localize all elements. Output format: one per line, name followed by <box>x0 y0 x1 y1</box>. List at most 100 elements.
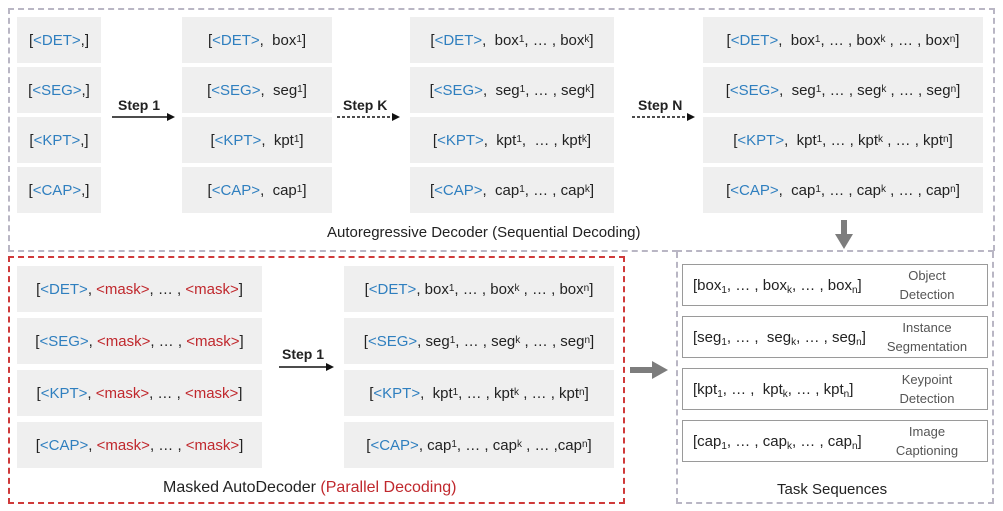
ar-step-n-arrow <box>632 113 695 121</box>
task-token-1: <SEG> <box>367 332 418 350</box>
task-segmentation-label-2: Segmentation <box>886 339 968 354</box>
task-token-1: <KPT> <box>437 131 484 149</box>
task-sequences-caption: Task Sequences <box>777 481 888 498</box>
ar-col1-det: [<DET>,] <box>17 17 101 63</box>
text-2: , … , box <box>726 276 787 294</box>
text-8: ] <box>587 436 592 454</box>
text-0: [ <box>726 181 731 199</box>
text-6: ] <box>590 81 595 99</box>
text-2: , kpt <box>784 131 817 149</box>
subscript-1: 1 <box>717 388 723 400</box>
task-segmentation-seq: [seg1, … , segk, … , segn] <box>693 328 866 348</box>
task-token-1: <SEG> <box>433 81 483 99</box>
ar-col1-kpt: [<KPT>,] <box>17 117 101 163</box>
text-2: , … , cap <box>726 432 787 450</box>
task-captioning-label-2: Captioning <box>895 443 959 458</box>
text-2: , <box>88 436 97 454</box>
task-token-1: <CAP> <box>434 181 483 199</box>
text-6: ] <box>239 332 244 350</box>
task-token-1: <DET> <box>212 31 260 49</box>
task-sequences-panel <box>676 252 994 504</box>
text-2: , cap <box>418 436 452 454</box>
text-0: [ <box>210 131 215 149</box>
text-4: , … , kpt <box>787 380 844 398</box>
text-6: ] <box>849 380 854 398</box>
text-6: , … , box <box>519 280 584 298</box>
text-0: [box <box>693 276 722 294</box>
text-4: , … , kpt <box>521 131 582 149</box>
masked-autodecoder-panel <box>8 256 625 504</box>
text-0: [ <box>429 81 434 99</box>
text-6: ] <box>857 432 862 450</box>
masked-caption-paren: (Parallel Decoding) <box>320 479 457 496</box>
text-0: [ <box>207 81 212 99</box>
task-token-1: <DET> <box>434 31 483 49</box>
text-2: , box <box>778 31 815 49</box>
task-token-1: <SEG> <box>211 81 261 99</box>
task-token-1: <CAP> <box>370 436 419 454</box>
text-6: , … , cap <box>885 181 951 199</box>
task-token-1: <SEG> <box>729 81 780 99</box>
text-4: , … , cap <box>456 436 517 454</box>
task-token-1: <KPT> <box>33 131 81 149</box>
task-token-1: <KPT> <box>214 131 262 149</box>
text-4: ] <box>299 131 304 149</box>
mask-token-5: <mask> <box>184 384 239 402</box>
text-4: , … , kpt <box>458 384 515 402</box>
mad-step-1-label: Step 1 <box>282 346 325 362</box>
task-token-1: <DET> <box>368 280 417 298</box>
mad-input-cap: [<CAP>, <mask>, … , <mask>] <box>17 422 262 468</box>
text-6: , … ,cap <box>521 436 582 454</box>
text-0: [ <box>432 131 438 149</box>
text-2: , box <box>416 280 449 298</box>
subscript-5: n <box>843 388 850 400</box>
ar-step-n-label: Step N <box>638 97 683 113</box>
text-4: , … , <box>149 384 185 402</box>
text-6: , … , seg <box>886 81 951 99</box>
text-0: [kpt <box>693 380 718 398</box>
text-6: ] <box>238 384 243 402</box>
subscript-3: k <box>782 388 788 400</box>
ar-step-k-arrow <box>337 113 400 121</box>
text-0: [ <box>28 31 34 49</box>
autoregressive-panel <box>8 8 995 251</box>
autoregressive-panel-border <box>8 250 678 252</box>
text-0: [ <box>726 31 731 49</box>
text-4: , … , box <box>820 31 881 49</box>
text-2: , box <box>482 31 519 49</box>
text-0: [seg <box>693 328 722 346</box>
text-2: ,] <box>80 131 89 149</box>
text-6: ] <box>589 181 594 199</box>
text-0: [ <box>36 384 41 402</box>
mask-token-5: <mask> <box>185 436 240 454</box>
text-2: ,] <box>81 181 90 199</box>
masked-caption: Masked AutoDecoder (Parallel Decoding) <box>163 479 456 497</box>
text-2: , cap <box>482 181 520 199</box>
task-token-1: <SEG> <box>39 332 89 350</box>
ar-col1-seg: [<SEG>,] <box>17 67 101 113</box>
text-4: , … , box <box>791 276 852 294</box>
subscript-5: n <box>851 440 858 452</box>
text-2: , … , seg <box>726 328 792 346</box>
text-2: ,] <box>81 81 90 99</box>
subscript-5: n <box>856 336 862 348</box>
text-6: , … , seg <box>520 332 585 350</box>
task-token-1: <CAP> <box>730 181 779 199</box>
text-0: [ <box>28 181 33 199</box>
ar-step-k-label: Step K <box>343 97 388 113</box>
mad-input-det: [<DET>, <mask>, … , <mask>] <box>17 266 262 312</box>
text-6: ] <box>857 276 862 294</box>
task-keypoint-seq: [kpt1, … , kptk, … , kptn] <box>693 380 854 400</box>
text-8: ] <box>590 332 595 350</box>
text-4: , … , kpt <box>822 131 879 149</box>
